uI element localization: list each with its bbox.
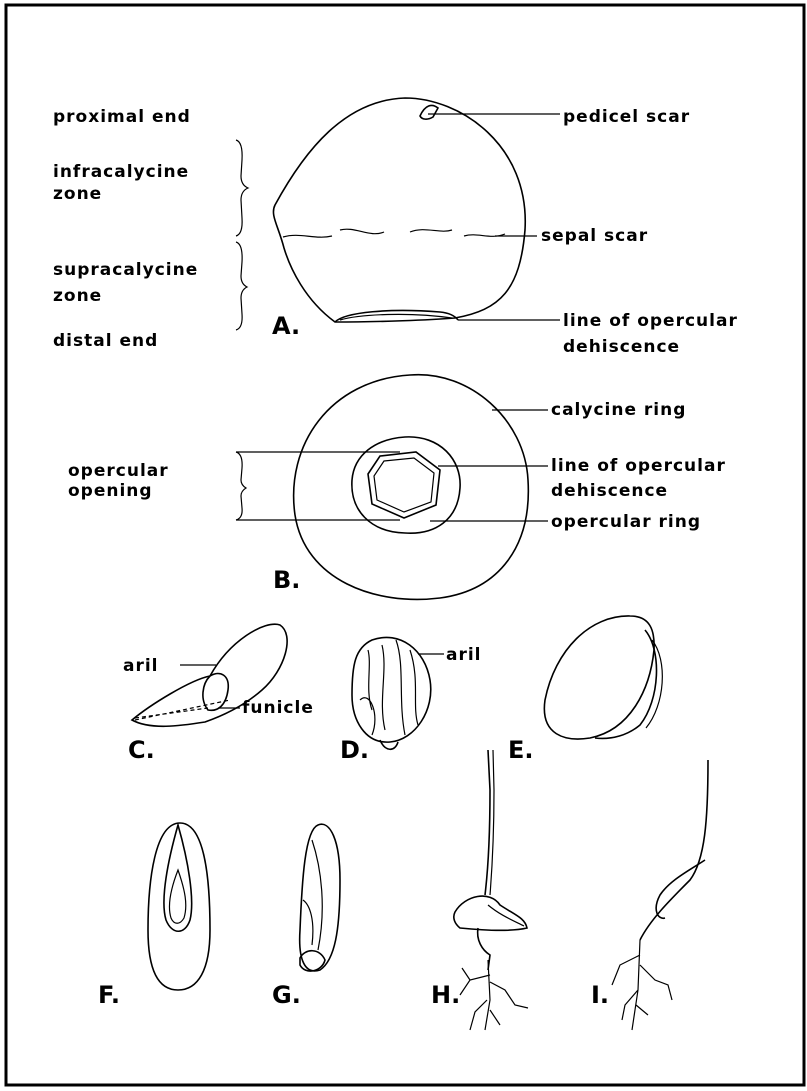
embryo-f-inner xyxy=(169,870,185,923)
radicle-g xyxy=(300,951,325,971)
stem-h-2 xyxy=(490,750,494,895)
label-opercular: opercular xyxy=(68,461,169,481)
panel-a: proximal end infracalycine zone supracal… xyxy=(53,98,738,357)
opercular-ring-outline xyxy=(352,437,460,533)
label-aril-c: aril xyxy=(123,656,159,676)
brace-supracalycine xyxy=(236,242,247,330)
letter-e: E. xyxy=(508,736,534,764)
label-aril-d: aril xyxy=(446,645,482,665)
panel-c: aril funicle C. xyxy=(123,624,314,764)
label-dehiscence-a: dehiscence xyxy=(563,337,680,357)
panel-g: G. xyxy=(272,824,340,1009)
letter-f: F. xyxy=(98,981,120,1009)
dehiscence-ring-b xyxy=(368,452,440,518)
label-dehiscence-b: dehiscence xyxy=(551,481,668,501)
calycine-ring-outline xyxy=(294,375,529,600)
roots-i xyxy=(612,940,672,1030)
stem-h xyxy=(485,750,490,895)
seed-d-outline xyxy=(352,637,431,742)
seed-e-outline xyxy=(544,616,654,739)
roots-h xyxy=(460,960,528,1030)
label-funicle: funicle xyxy=(242,698,314,718)
fruit-outline-a xyxy=(273,98,525,322)
seed-g-outline xyxy=(300,824,340,971)
seed-coat-h xyxy=(454,896,527,930)
letter-a: A. xyxy=(272,312,300,340)
label-opercular-ring: opercular ring xyxy=(551,512,701,532)
letter-h: H. xyxy=(431,981,460,1009)
panel-b: opercular opening calycine ring line of … xyxy=(68,375,726,600)
brace-infracalycine xyxy=(236,140,248,236)
label-pedicel-scar: pedicel scar xyxy=(563,107,690,127)
panel-d: aril D. xyxy=(340,637,482,764)
seed-d-ribs xyxy=(360,640,418,735)
dehiscence-ring-b-inner xyxy=(374,458,434,512)
letter-b: B. xyxy=(273,566,300,594)
panel-i: I. xyxy=(591,760,708,1030)
label-infracalycine: infracalycine xyxy=(53,162,189,182)
brace-opercular-opening xyxy=(236,452,246,520)
panel-f: F. xyxy=(98,823,210,1009)
label-line-of-opercular-b: line of opercular xyxy=(551,456,726,476)
panel-e: E. xyxy=(508,616,662,764)
letter-c: C. xyxy=(128,736,155,764)
label-line-of-opercular-a: line of opercular xyxy=(563,311,738,331)
letter-d: D. xyxy=(340,736,369,764)
pedicel-scar xyxy=(420,105,438,119)
label-distal-end: distal end xyxy=(53,331,158,351)
sepal-scar-line xyxy=(283,229,505,237)
label-opening: opening xyxy=(68,481,153,501)
label-sepal-scar: sepal scar xyxy=(541,226,648,246)
label-calycine-ring: calycine ring xyxy=(551,400,686,420)
letter-g: G. xyxy=(272,981,301,1009)
seed-f-outline xyxy=(148,823,210,990)
embryo-f-outer xyxy=(164,825,192,931)
label-infracalycine-zone: zone xyxy=(53,184,102,204)
label-proximal-end: proximal end xyxy=(53,107,191,127)
label-supracalycine-zone: zone xyxy=(53,286,102,306)
letter-i: I. xyxy=(591,981,609,1009)
stem-i xyxy=(640,760,708,940)
panel-h: H. xyxy=(431,750,528,1030)
seed-e-rim xyxy=(595,630,656,738)
label-supracalycine: supracalycine xyxy=(53,260,198,280)
